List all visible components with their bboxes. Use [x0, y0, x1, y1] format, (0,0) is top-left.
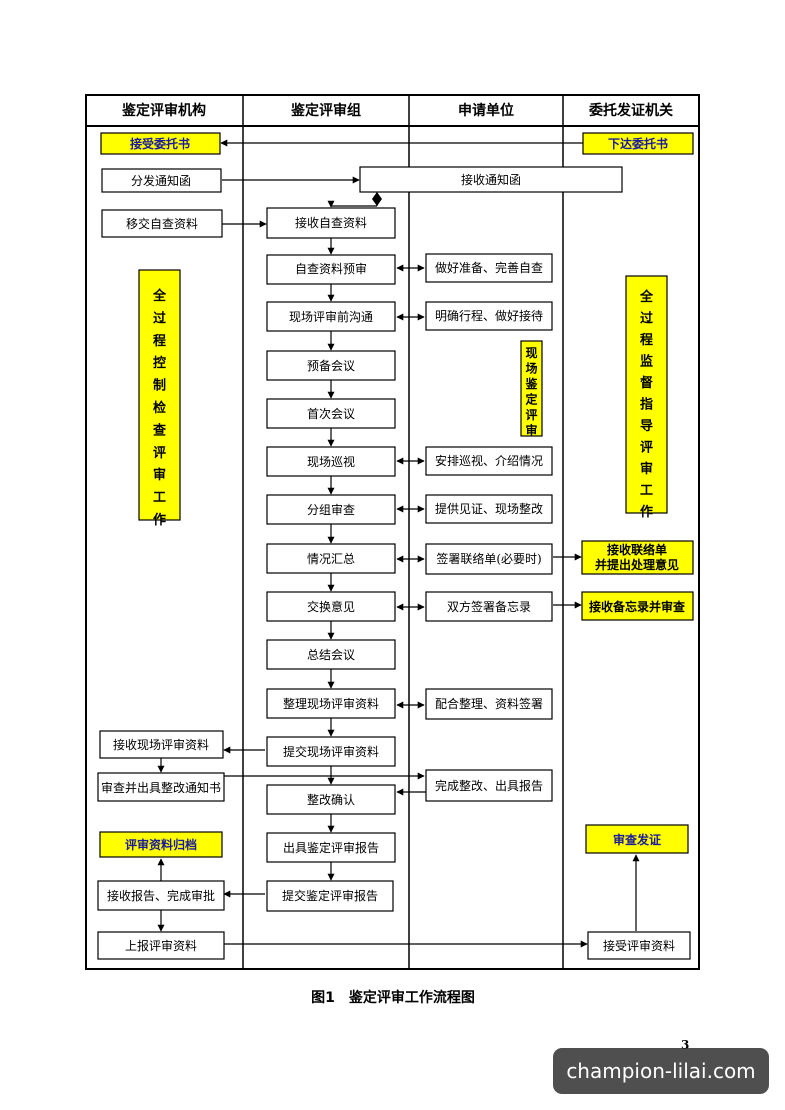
- node-receive-site-materials: 接收现场评审资料: [113, 737, 209, 752]
- node-issue-report: 出具鉴定评审报告: [283, 840, 379, 855]
- vertical-label-onsite-group: 现场鉴定评审: [520, 340, 543, 438]
- vertical-label-supervise-group: 全过程监督指导评审工作: [625, 275, 668, 520]
- column-header-review-team: 鉴定评审组: [290, 102, 361, 119]
- vertical-label-supervise: 全过程监督指导评审工作: [639, 289, 654, 520]
- node-review-notice: 审查并出具整改通知书: [101, 780, 221, 795]
- node-summary: 情况汇总: [307, 552, 355, 566]
- node-prepare-selfcheck: 做好准备、完善自查: [435, 260, 543, 275]
- column-header-issuing-authority: 委托发证机关: [588, 102, 673, 119]
- node-closing-meeting: 总结会议: [307, 648, 355, 662]
- page-number: 3: [681, 1038, 690, 1052]
- node-provide-evidence: 提供见证、现场整改: [435, 501, 543, 516]
- node-accept-commission: 接受委托书: [130, 136, 190, 151]
- node-distribute-notice: 分发通知函: [131, 173, 191, 188]
- node-exchange-opinions: 交换意见: [307, 599, 355, 614]
- node-selfcheck-prereview: 自查资料预审: [295, 261, 367, 276]
- node-complete-rectify: 完成整改、出具报告: [435, 778, 543, 793]
- diamond-connector: [372, 192, 382, 206]
- node-transfer-selfcheck: 移交自查资料: [126, 216, 198, 231]
- node-receive-notice: 接收通知函: [461, 172, 521, 187]
- node-receive-report: 接收报告、完成审批: [107, 888, 215, 903]
- node-receive-selfcheck: 接收自查资料: [295, 215, 367, 230]
- node-submit-site-materials: 提交现场评审资料: [283, 744, 379, 759]
- node-rectify-confirm: 整改确认: [307, 792, 355, 807]
- node-report-materials: 上报评审资料: [125, 938, 197, 953]
- node-issue-commission: 下达委托书: [608, 136, 668, 151]
- vertical-label-onsite: 现场鉴定评审: [524, 346, 538, 438]
- node-submit-report: 提交鉴定评审报告: [282, 888, 378, 903]
- node-accept-materials: 接受评审资料: [603, 938, 675, 953]
- node-cooperate-organize: 配合整理、资料签署: [435, 696, 543, 711]
- node-receive-contact: 接收联络单: [607, 542, 667, 557]
- node-site-tour: 现场巡视: [307, 454, 355, 469]
- node-organize-materials: 整理现场评审资料: [283, 696, 379, 711]
- node-archive: 评审资料归档: [125, 837, 197, 852]
- node-group-review: 分组审查: [307, 502, 355, 517]
- node-preparatory-meeting: 预备会议: [307, 359, 355, 373]
- node-review-issue: 审查发证: [613, 832, 661, 847]
- node-pre-review-comm: 现场评审前沟通: [289, 309, 373, 324]
- node-sign-contact: 签署联络单(必要时): [436, 551, 541, 566]
- watermark: champion-lilai.com: [553, 1048, 769, 1094]
- column-header-applicant: 申请单位: [458, 102, 514, 119]
- node-arrange-tour: 安排巡视、介绍情况: [435, 453, 543, 468]
- node-confirm-schedule: 明确行程、做好接待: [435, 308, 543, 323]
- node-first-meeting: 首次会议: [307, 407, 355, 421]
- node-receive-contact-line2: 并提出处理意见: [595, 557, 679, 572]
- node-sign-memo: 双方签署备忘录: [447, 599, 531, 614]
- vertical-label-control: 全过程控制检查评审工作: [152, 288, 167, 528]
- connectors: [157, 139, 640, 948]
- column-header-agency: 鉴定评审机构: [121, 102, 206, 119]
- figure-caption: 图1 鉴定评审工作流程图: [311, 989, 475, 1006]
- node-receive-memo: 接收备忘录并审查: [589, 599, 686, 614]
- swimlane-frame: [85, 94, 700, 970]
- vertical-label-control-group: 全过程控制检查评审工作: [138, 269, 181, 528]
